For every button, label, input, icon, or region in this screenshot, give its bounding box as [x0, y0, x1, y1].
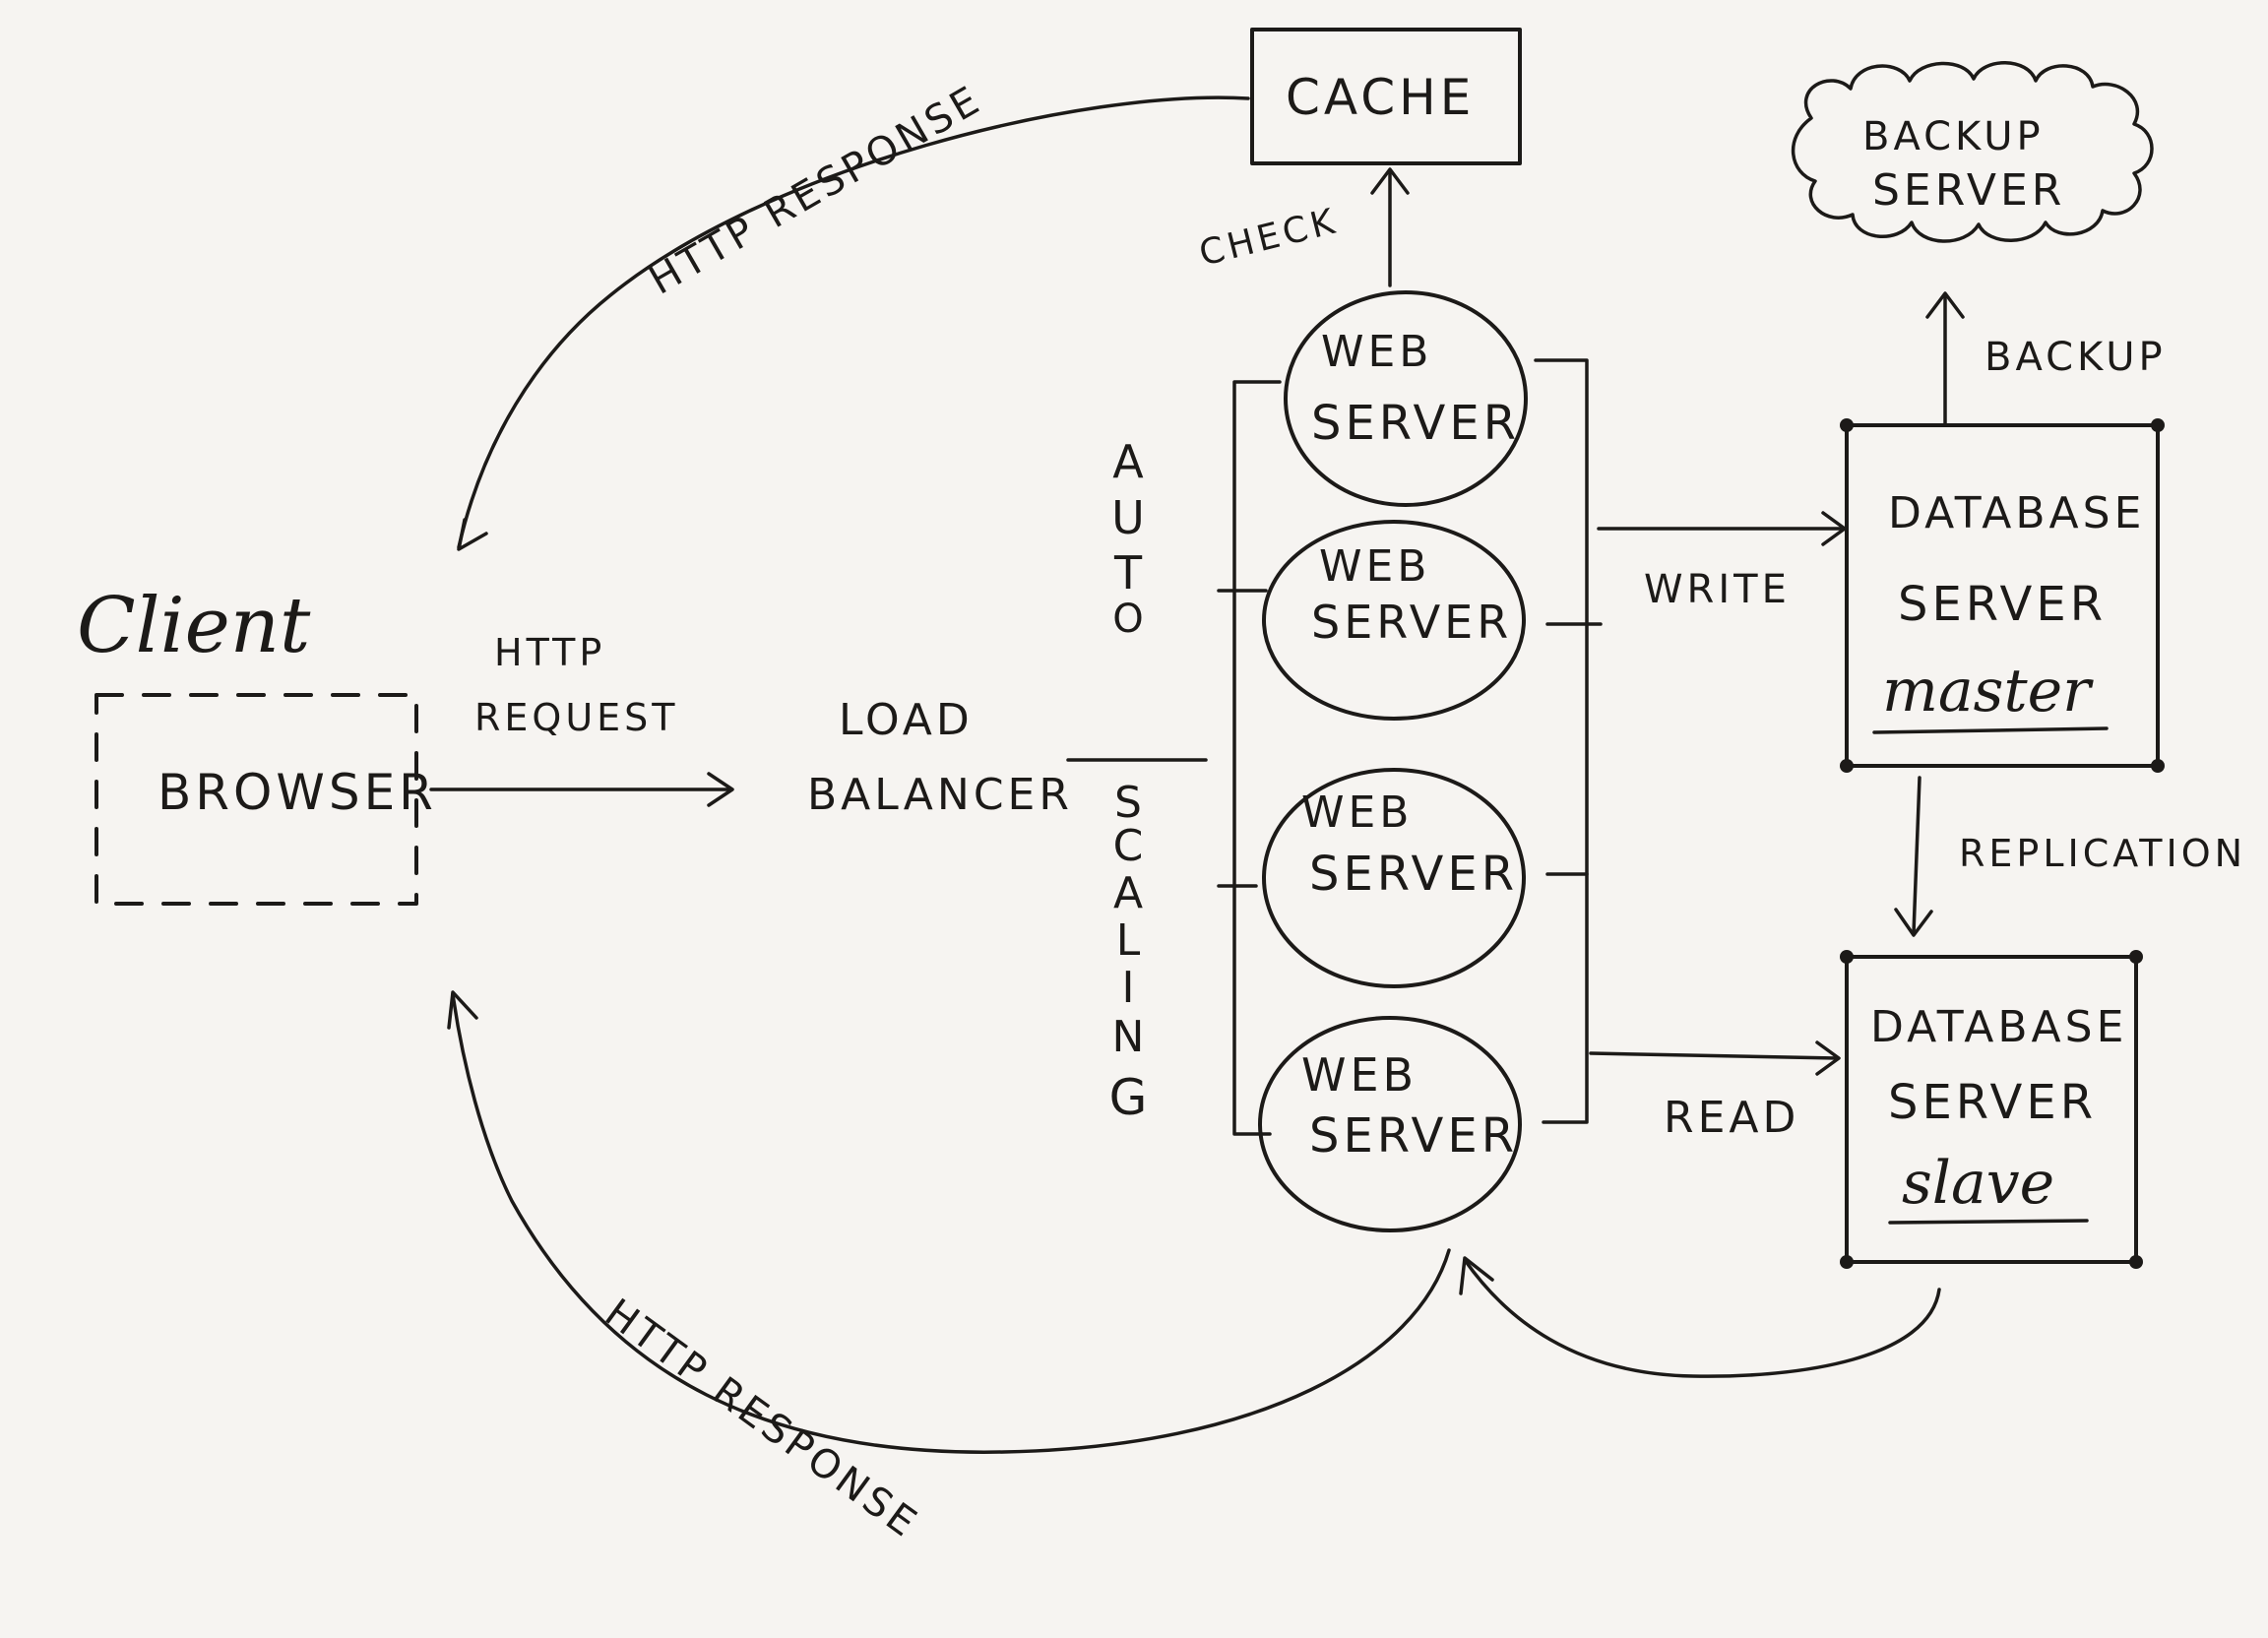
web-server-3-line1: WEB [1301, 788, 1414, 838]
scaling-letter-a: A [1113, 868, 1147, 918]
cache: CACHE CHECK [1195, 28, 1522, 287]
http-request-arrowhead [707, 772, 734, 807]
browser-box [94, 693, 418, 906]
write-label: WRITE [1644, 567, 1791, 612]
http-response-bottom-arrowhead [447, 990, 478, 1030]
database-server-slave: DATABASE SERVER slave [1840, 950, 2143, 1269]
backup-arrow: BACKUP [1925, 291, 2167, 425]
backup-label: BACKUP [1984, 335, 2167, 380]
client-label: Client [77, 582, 311, 670]
web-server-2: WEB SERVER [1262, 520, 1526, 721]
auto-letter-o: O [1112, 597, 1147, 642]
read-arrowhead [1815, 1040, 1841, 1076]
backup-server-cloud: BACKUP SERVER [1792, 61, 2154, 243]
web-server-2-line1: WEB [1319, 541, 1431, 592]
db-slave-box [1845, 955, 2138, 1264]
db-master-line1: DATABASE [1888, 488, 2145, 538]
scaling-letter-s: S [1114, 778, 1146, 828]
http-response-top-label: HTTP RESPONSE [642, 77, 990, 304]
auto-letter-t: T [1113, 546, 1146, 599]
replication-label: REPLICATION [1959, 832, 2246, 875]
db-master-box [1845, 423, 2160, 768]
db-slave-line2: SERVER [1888, 1075, 2097, 1130]
browser-label: BROWSER [158, 764, 437, 821]
replication-arrowhead [1894, 908, 1933, 937]
http-response-bottom-arrow: HTTP RESPONSE [447, 990, 1451, 1548]
load-balancer-line1: LOAD [839, 695, 974, 745]
db-slave-line1: DATABASE [1870, 1002, 2127, 1052]
read-label: READ [1664, 1093, 1799, 1143]
web-server-4-line2: SERVER [1309, 1108, 1518, 1164]
cache-box [1250, 28, 1522, 165]
http-request-label-line2: REQUEST [474, 696, 678, 739]
auto-letter-u: U [1111, 491, 1149, 544]
http-response-top-arrowhead [457, 518, 488, 551]
backup-arrowhead [1925, 291, 1965, 319]
http-response-bottom-label: HTTP RESPONSE [597, 1291, 927, 1548]
read-arrow: READ [1589, 1040, 1841, 1143]
db-master-role: master [1882, 657, 2094, 725]
check-label: CHECK [1195, 201, 1342, 275]
web-server-1-line1: WEB [1321, 327, 1433, 377]
web-server-4: WEB SERVER [1258, 1016, 1522, 1232]
scaling-letter-g: G [1109, 1069, 1152, 1126]
auto-letter-a: A [1112, 435, 1147, 488]
web-server-2-line2: SERVER [1311, 596, 1512, 649]
http-request-label-line1: HTTP [494, 631, 605, 674]
load-balancer-line2: BALANCER [807, 770, 1073, 820]
scaling-letter-l: L [1116, 915, 1145, 966]
cache-label: CACHE [1286, 69, 1475, 126]
db-slave-role: slave [1902, 1149, 2054, 1218]
scaling-letter-c: C [1113, 821, 1148, 871]
client-group: Client BROWSER [77, 582, 437, 906]
cloud-outline [1792, 61, 2154, 243]
web-server-3: WEB SERVER [1262, 768, 1526, 988]
backup-server-line1: BACKUP [1862, 114, 2045, 159]
web-server-1-line2: SERVER [1311, 396, 1520, 451]
web-server-1: WEB SERVER [1284, 290, 1528, 507]
check-arrowhead [1370, 167, 1410, 195]
database-server-master: DATABASE SERVER master [1840, 418, 2165, 773]
http-request-arrow: HTTP REQUEST [429, 631, 734, 807]
scaling-group-brackets [1217, 358, 1603, 1136]
scaling-letter-i: I [1122, 963, 1139, 1013]
write-arrow: WRITE [1597, 511, 1847, 612]
replication-arrow: REPLICATION [1894, 776, 2246, 937]
load-balancer: LOAD BALANCER [807, 695, 1208, 820]
web-server-3-line2: SERVER [1309, 847, 1518, 902]
db-master-line2: SERVER [1898, 577, 2107, 632]
slave-to-web-server-arrow [1459, 1256, 1941, 1378]
scaling-letter-n: N [1112, 1012, 1149, 1062]
slave-return-arrowhead [1459, 1256, 1494, 1295]
auto-scaling-label: A U T O S C A L I N G [1109, 435, 1152, 1126]
backup-server-line2: SERVER [1872, 165, 2065, 216]
web-server-4-line1: WEB [1301, 1048, 1418, 1102]
